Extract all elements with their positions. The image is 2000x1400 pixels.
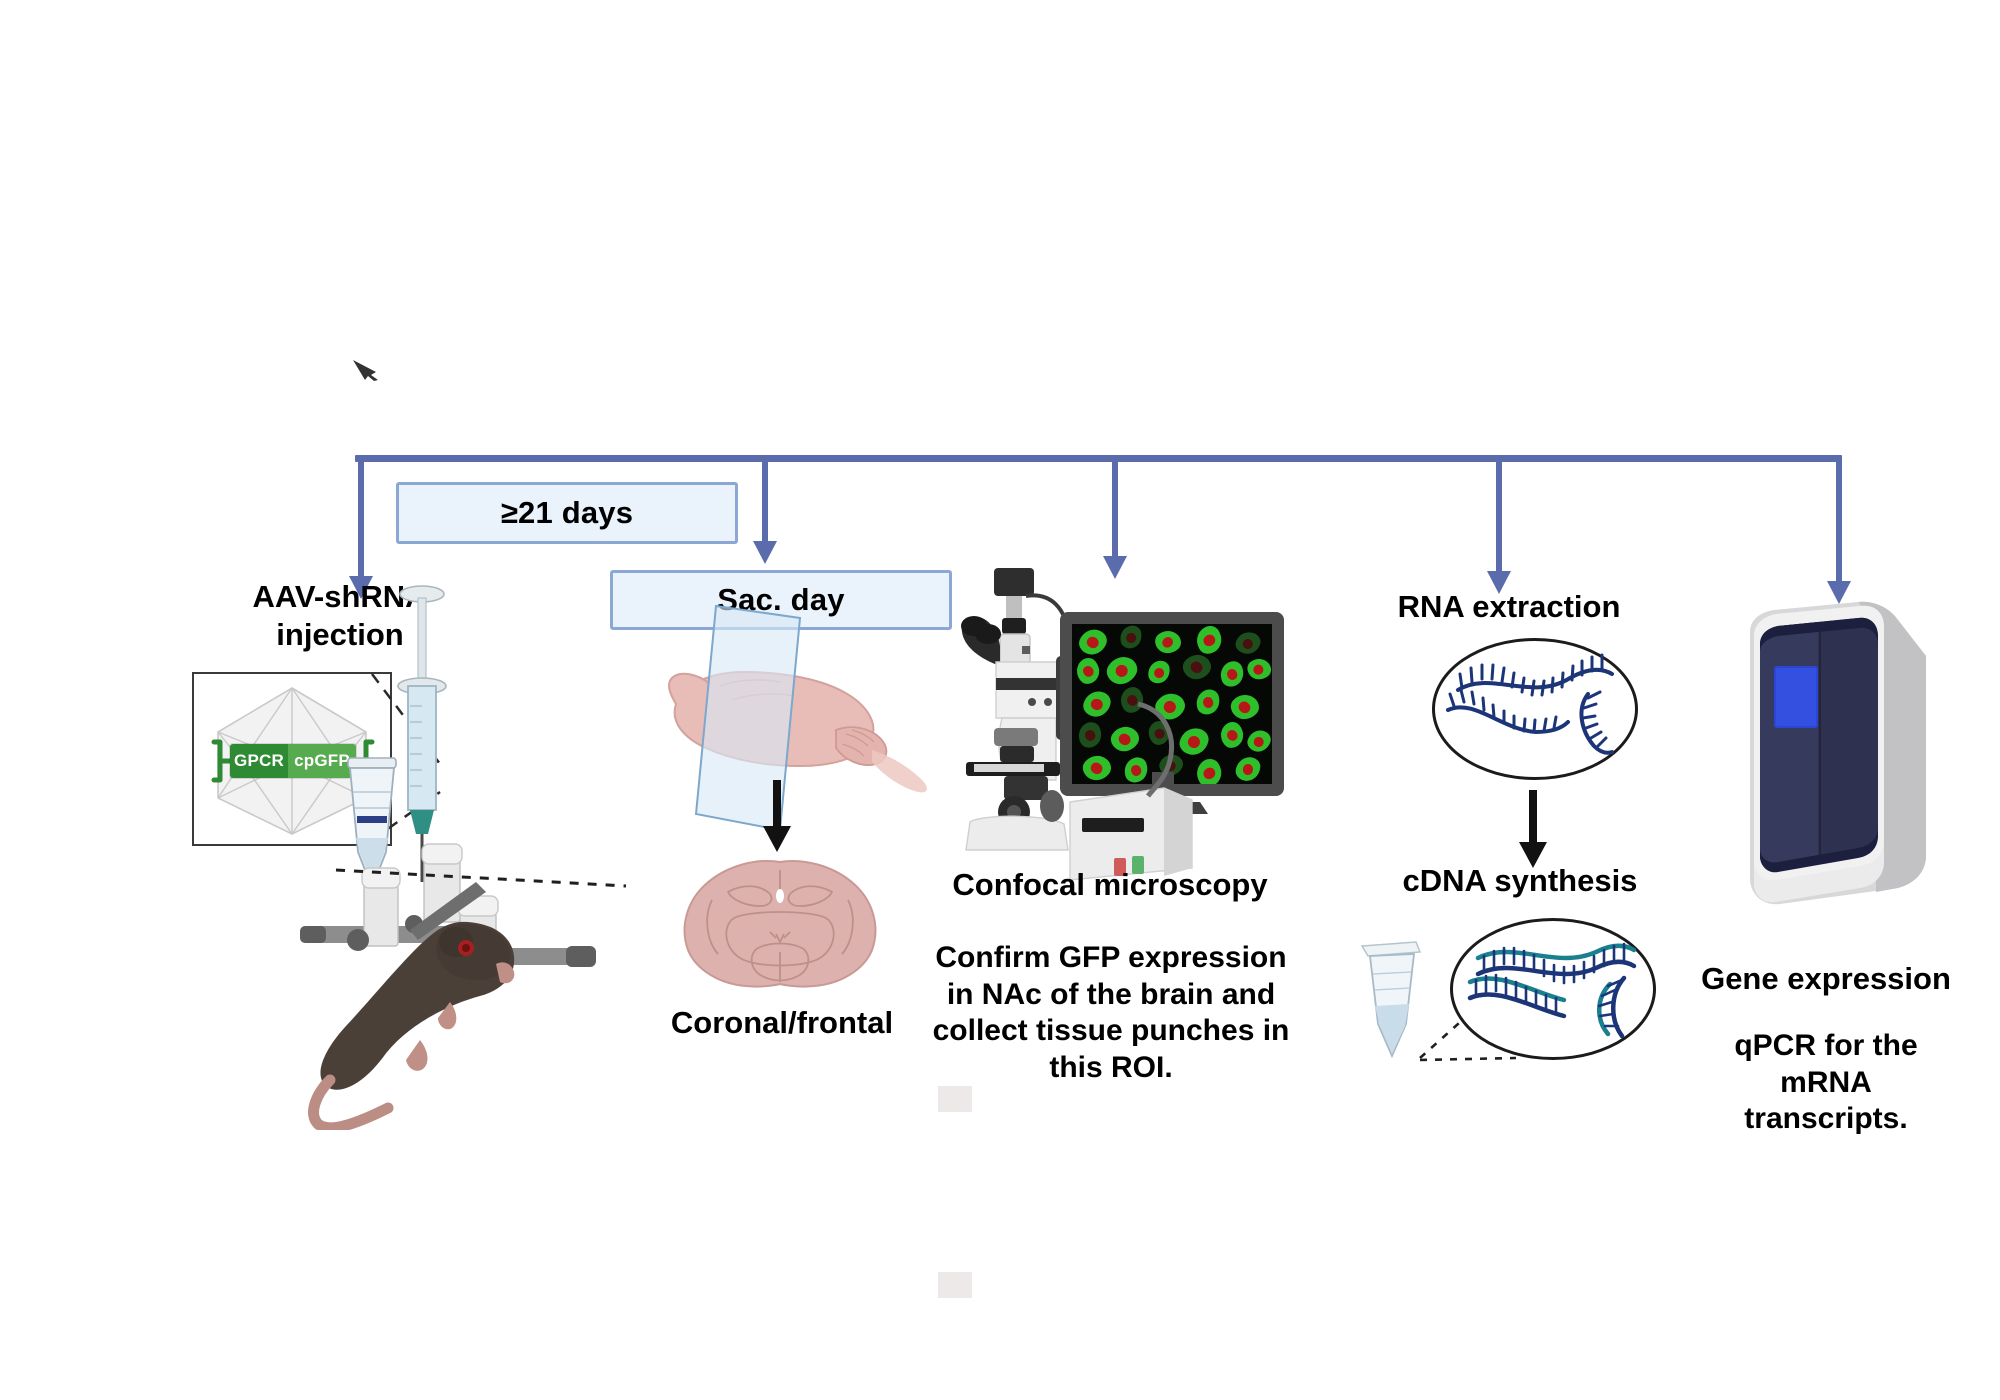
injection-path-dotted bbox=[335, 868, 627, 888]
controller-box-icon bbox=[1069, 787, 1193, 881]
injection-title: AAV-shRNA injection bbox=[252, 579, 428, 652]
double-stranded-dna-icon bbox=[1467, 942, 1637, 1039]
section-down-arrow-icon bbox=[763, 780, 791, 852]
rna-to-cdna-arrow-icon bbox=[1519, 790, 1547, 868]
timeline-branch-injection bbox=[349, 458, 373, 599]
qpcr-body: qPCR for the mRNA transcripts. bbox=[1734, 1029, 1918, 1136]
qpcr-title: Gene expression bbox=[1701, 961, 1951, 996]
timeline-bar bbox=[355, 455, 1842, 462]
gray-box-artifact-1 bbox=[938, 1086, 972, 1112]
gray-box-artifact-2 bbox=[938, 1272, 972, 1298]
rat-icon bbox=[308, 921, 515, 1130]
single-stranded-rna-icon bbox=[1446, 653, 1614, 755]
confocal-microscope-icon bbox=[961, 568, 1106, 851]
timeline-branch-rna bbox=[1487, 458, 1511, 594]
construct-segment-gpcr: GPCR bbox=[230, 744, 288, 778]
monitor-cable bbox=[1137, 701, 1174, 798]
microcentrifuge-tube-icon bbox=[347, 757, 397, 891]
timeline-branch-qpcr bbox=[1827, 458, 1851, 604]
timeline-branch-confocal bbox=[1103, 458, 1127, 579]
duration-box: ≥21 days bbox=[396, 482, 738, 544]
syringe-icon bbox=[397, 585, 447, 882]
rna-title: RNA extraction bbox=[1397, 589, 1621, 624]
construct-segment-cpgfp: cpGFP bbox=[288, 744, 356, 778]
coronal-caption: Coronal/frontal bbox=[670, 1005, 894, 1040]
cdna-tube-icon bbox=[1360, 941, 1422, 1059]
qpcr-thermocycler-icon bbox=[1750, 601, 1926, 905]
confocal-title: Confocal microscopy bbox=[952, 867, 1268, 902]
timeline-branch-sacrifice bbox=[753, 458, 777, 564]
cdna-title: cDNA synthesis bbox=[1402, 863, 1638, 898]
transgene-construct: GPCR cpGFP bbox=[230, 744, 356, 778]
confocal-body: Confirm GFP expression in NAc of the bra… bbox=[932, 941, 1290, 1084]
cursor-arrow-artifact bbox=[353, 360, 378, 381]
coronal-brain-section-icon bbox=[683, 860, 877, 988]
sectioning-plane-icon bbox=[694, 604, 802, 832]
